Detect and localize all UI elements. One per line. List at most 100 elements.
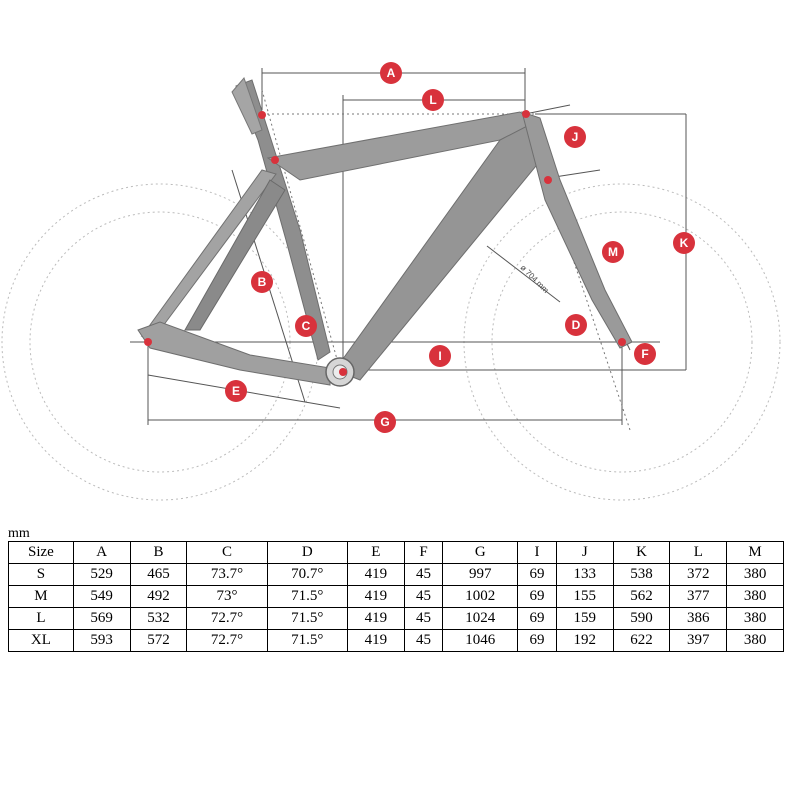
table-cell: 549 bbox=[72, 585, 131, 608]
table-cell: 45 bbox=[403, 585, 444, 608]
header-cell: B bbox=[129, 541, 188, 564]
table-cell: 372 bbox=[669, 563, 728, 586]
table-cell: 45 bbox=[403, 629, 444, 652]
wheel-diameter-label: ø 704 mm bbox=[519, 263, 551, 295]
marker-D-label: D bbox=[572, 318, 581, 332]
table-cell: 538 bbox=[612, 563, 671, 586]
header-cell: D bbox=[266, 541, 348, 564]
table-row: L 569 532 72.7° 71.5° 419 45 1024 69 159… bbox=[8, 607, 784, 630]
header-cell: Size bbox=[8, 541, 74, 564]
table-cell: 155 bbox=[555, 585, 614, 608]
marker-B: B bbox=[251, 271, 273, 293]
marker-M-label: M bbox=[608, 245, 618, 259]
geometry-table: Size A B C D E F G I J K L M S 529 465 7… bbox=[8, 541, 784, 652]
table-cell: 192 bbox=[555, 629, 614, 652]
table-cell: 45 bbox=[403, 563, 444, 586]
table-cell: 997 bbox=[442, 563, 519, 586]
table-cell: 419 bbox=[346, 585, 405, 608]
table-row: S 529 465 73.7° 70.7° 419 45 997 69 133 … bbox=[8, 563, 784, 586]
marker-C: C bbox=[295, 315, 317, 337]
table-cell: 133 bbox=[555, 563, 614, 586]
header-cell: G bbox=[442, 541, 519, 564]
table-cell: 622 bbox=[612, 629, 671, 652]
frame-geometry-diagram: ø 704 mm A B C D E F G I J K L M bbox=[1, 62, 781, 501]
table-cell: 419 bbox=[346, 563, 405, 586]
table-cell: 529 bbox=[72, 563, 131, 586]
table-cell: 70.7° bbox=[266, 563, 348, 586]
header-cell: M bbox=[726, 541, 784, 564]
marker-K: K bbox=[673, 232, 695, 254]
table-cell: 377 bbox=[669, 585, 728, 608]
table-cell: 73.7° bbox=[186, 563, 268, 586]
table-cell: 532 bbox=[129, 607, 188, 630]
table-cell: 593 bbox=[72, 629, 131, 652]
marker-C-label: C bbox=[302, 319, 311, 333]
bike-frame bbox=[137, 77, 633, 387]
marker-B-label: B bbox=[258, 275, 267, 289]
table-row: XL 593 572 72.7° 71.5° 419 45 1046 69 19… bbox=[8, 629, 784, 652]
table-cell: 590 bbox=[612, 607, 671, 630]
reference-points bbox=[144, 110, 626, 376]
table-cell: 386 bbox=[669, 607, 728, 630]
header-cell: E bbox=[346, 541, 405, 564]
table-cell: XL bbox=[8, 629, 74, 652]
table-cell: 73° bbox=[186, 585, 268, 608]
table-cell: 69 bbox=[517, 607, 557, 630]
marker-F-label: F bbox=[641, 347, 648, 361]
table-cell: 72.7° bbox=[186, 629, 268, 652]
marker-E: E bbox=[225, 380, 247, 402]
marker-A-label: A bbox=[387, 66, 396, 80]
table-cell: 380 bbox=[726, 585, 784, 608]
marker-L-label: L bbox=[429, 93, 436, 107]
table-cell: M bbox=[8, 585, 74, 608]
marker-E-label: E bbox=[232, 384, 240, 398]
marker-M: M bbox=[602, 241, 624, 263]
table-header-row: Size A B C D E F G I J K L M bbox=[8, 541, 784, 564]
table-row: M 549 492 73° 71.5° 419 45 1002 69 155 5… bbox=[8, 585, 784, 608]
marker-K-label: K bbox=[680, 236, 689, 250]
table-cell: 159 bbox=[555, 607, 614, 630]
table-cell: 69 bbox=[517, 585, 557, 608]
table-cell: 380 bbox=[726, 607, 784, 630]
marker-A: A bbox=[380, 62, 402, 84]
marker-F: F bbox=[634, 343, 656, 365]
header-cell: L bbox=[669, 541, 728, 564]
header-cell: K bbox=[612, 541, 671, 564]
table-cell: S bbox=[8, 563, 74, 586]
marker-I-label: I bbox=[438, 349, 441, 363]
table-cell: 492 bbox=[129, 585, 188, 608]
header-cell: I bbox=[517, 541, 557, 564]
table-cell: 71.5° bbox=[266, 585, 348, 608]
table-cell: 419 bbox=[346, 629, 405, 652]
header-cell: C bbox=[186, 541, 268, 564]
table-cell: 71.5° bbox=[266, 629, 348, 652]
table-cell: L bbox=[8, 607, 74, 630]
table-cell: 562 bbox=[612, 585, 671, 608]
marker-J: J bbox=[564, 126, 586, 148]
marker-I: I bbox=[429, 345, 451, 367]
table-cell: 1046 bbox=[442, 629, 519, 652]
table-cell: 1002 bbox=[442, 585, 519, 608]
table-cell: 380 bbox=[726, 563, 784, 586]
table-cell: 465 bbox=[129, 563, 188, 586]
table-cell: 380 bbox=[726, 629, 784, 652]
table-cell: 72.7° bbox=[186, 607, 268, 630]
marker-G: G bbox=[374, 411, 396, 433]
marker-D: D bbox=[565, 314, 587, 336]
marker-J-label: J bbox=[572, 130, 579, 144]
table-cell: 419 bbox=[346, 607, 405, 630]
header-cell: F bbox=[403, 541, 444, 564]
table-cell: 572 bbox=[129, 629, 188, 652]
table-cell: 71.5° bbox=[266, 607, 348, 630]
table-cell: 397 bbox=[669, 629, 728, 652]
header-cell: J bbox=[555, 541, 614, 564]
unit-label: mm bbox=[8, 526, 30, 541]
marker-G-label: G bbox=[380, 415, 389, 429]
table-cell: 69 bbox=[517, 563, 557, 586]
marker-L: L bbox=[422, 89, 444, 111]
table-cell: 569 bbox=[72, 607, 131, 630]
table-cell: 69 bbox=[517, 629, 557, 652]
table-cell: 45 bbox=[403, 607, 444, 630]
header-cell: A bbox=[72, 541, 131, 564]
table-cell: 1024 bbox=[442, 607, 519, 630]
